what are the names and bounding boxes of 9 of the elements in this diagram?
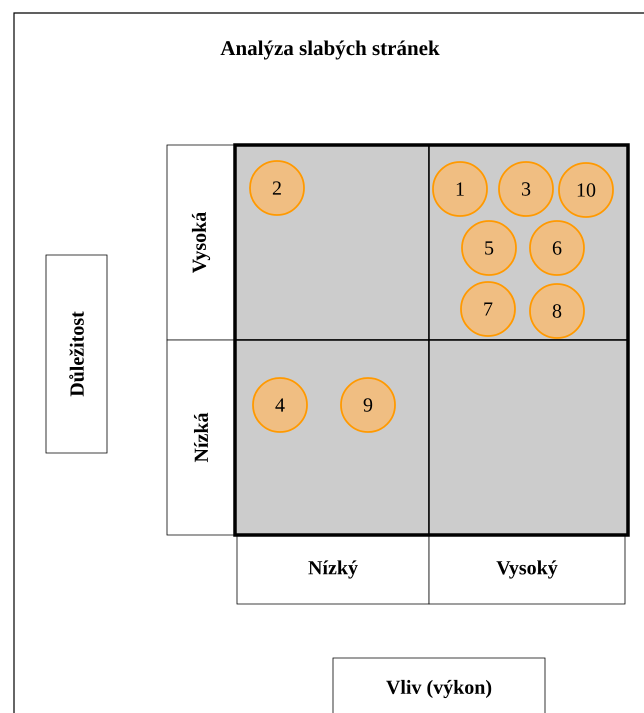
title: Analýza slabých stránek [220,40,440,60]
quadrant-box [428,339,629,536]
label-box: Důležitost [46,254,108,454]
quadrant-box [234,144,430,341]
label-box: Nízká [166,340,236,536]
label-box: Vysoká [166,144,236,340]
label-box: Vliv (výkon) [332,658,546,713]
label-box: Vysoký [428,534,626,604]
label-box: Nízký [236,534,430,604]
